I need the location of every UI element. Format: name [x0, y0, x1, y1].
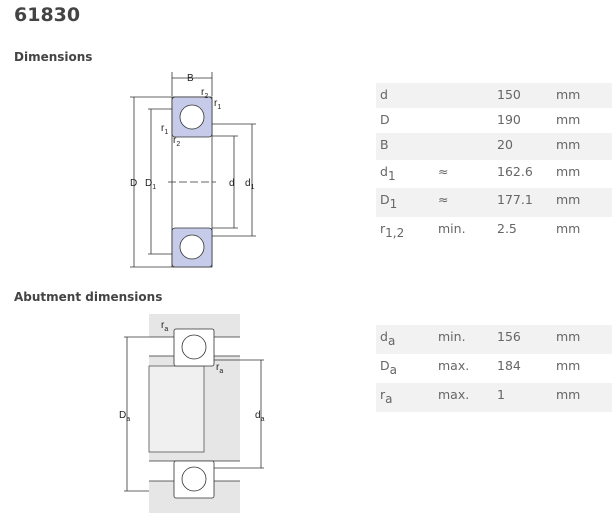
abutment-diagram: [124, 314, 264, 513]
dimensions-heading: Dimensions: [14, 50, 93, 64]
svg-text:r1: r1: [161, 123, 168, 136]
label-B: B: [187, 73, 194, 84]
svg-text:r2: r2: [173, 135, 180, 148]
svg-text:ra: ra: [216, 362, 223, 375]
svg-text:D1: D1: [145, 178, 156, 191]
page-title: 61830: [14, 4, 81, 26]
svg-text:da: da: [255, 410, 265, 423]
svg-text:Da: Da: [119, 410, 130, 423]
svg-text:d1: d1: [245, 178, 255, 191]
svg-text:d: d: [229, 178, 235, 189]
svg-text:r2: r2: [201, 87, 208, 100]
svg-text:ra: ra: [161, 320, 168, 333]
abutment-heading: Abutment dimensions: [14, 290, 163, 304]
label-D: D: [130, 178, 137, 189]
bearing-dimensions-diagram: [130, 72, 256, 268]
svg-text:r1: r1: [214, 98, 221, 111]
